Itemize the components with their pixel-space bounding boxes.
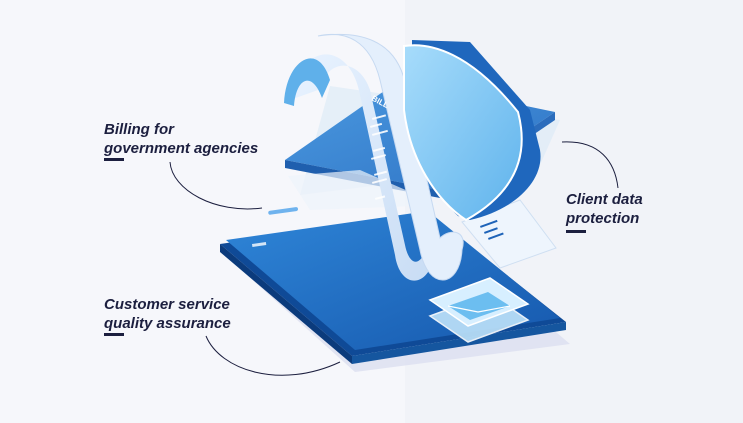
connector-billing — [169, 161, 263, 210]
shield-icon — [403, 40, 541, 222]
envelope-icon — [428, 277, 530, 343]
feature-data-protection-label: Client data protection — [566, 191, 643, 227]
feature-billing-label: Billing for government agencies — [104, 121, 259, 157]
feature-data-protection-dash — [566, 230, 586, 233]
feature-customer-service-dash — [104, 333, 124, 336]
connector-lines — [169, 141, 619, 376]
feature-customer-service-label: Customer service quality assurance — [104, 296, 231, 332]
info-card — [461, 199, 557, 269]
connector-protection — [561, 141, 619, 189]
receipt-icon: BILL — [284, 33, 464, 281]
connector-customer — [205, 335, 341, 376]
feature-billing-dash — [104, 158, 124, 161]
